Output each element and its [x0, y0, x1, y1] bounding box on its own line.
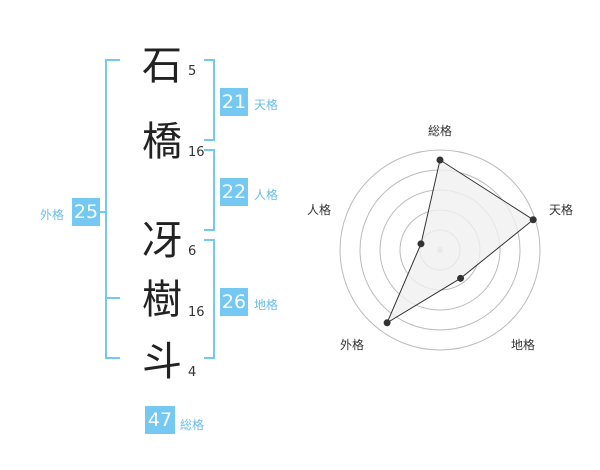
stroke-count-3: 6 [188, 244, 197, 259]
radar-polygon [386, 159, 535, 325]
sou-grade-value: 47 [145, 406, 175, 434]
radar-label-sou: 総格 [427, 124, 452, 138]
chi-grade-value: 26 [220, 288, 248, 316]
radar-label-ten: 天格 [548, 203, 573, 217]
name-character-3: 冴 [142, 218, 182, 264]
radar-point-chi [457, 274, 465, 282]
stroke-count-4: 16 [188, 305, 205, 320]
name-character-5: 斗 [142, 339, 182, 385]
radar-point-ten [529, 216, 537, 224]
ten-grade-label: 天格 [254, 98, 279, 112]
jin-grade-value: 22 [220, 178, 248, 206]
sou-grade-label: 総格 [180, 418, 205, 432]
ten-grade-value: 21 [220, 88, 248, 116]
radar-label-gai: 外格 [339, 338, 364, 352]
stroke-count-1: 5 [188, 64, 197, 79]
radar-point-jin [417, 240, 425, 248]
radar-ring-5 [339, 149, 541, 351]
stroke-count-5: 4 [188, 365, 197, 380]
chi-grade-label: 地格 [254, 298, 279, 312]
jin-grade-label: 人格 [254, 188, 279, 202]
name-character-4: 樹 [142, 277, 182, 323]
gai-grade-value: 25 [72, 198, 100, 226]
name-character-1: 石 [142, 43, 182, 89]
stroke-count-2: 16 [188, 145, 205, 160]
radar-label-jin: 人格 [306, 203, 331, 217]
radar-point-gai [383, 319, 391, 327]
name-character-2: 橋 [142, 119, 182, 165]
gai-grade-label: 外格 [40, 208, 65, 222]
radar-label-chi: 地格 [510, 338, 535, 352]
radar-point-sou [436, 156, 444, 164]
